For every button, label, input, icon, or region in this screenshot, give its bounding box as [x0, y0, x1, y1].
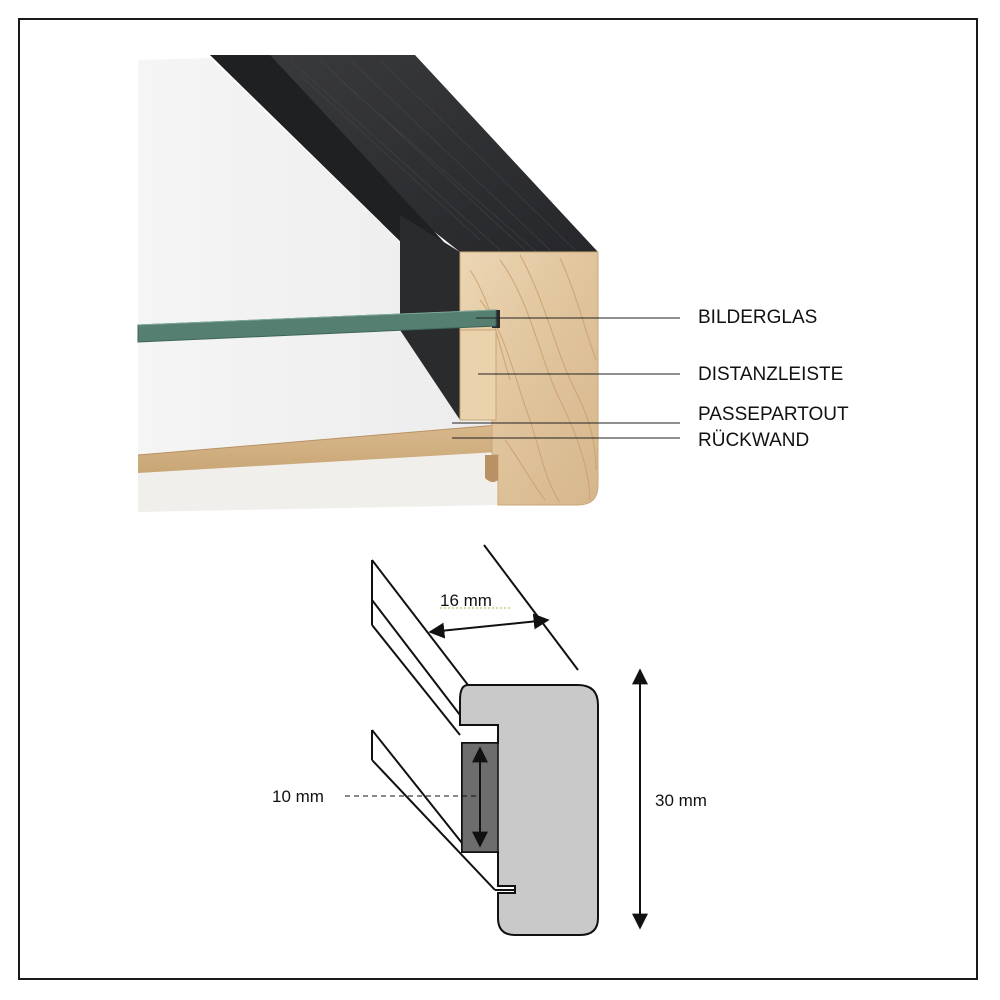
distance-strip	[459, 329, 497, 421]
image-border	[18, 18, 978, 980]
label-rueckwand: RÜCKWAND	[698, 430, 809, 451]
photo-leader-lines	[452, 317, 680, 439]
label-passepartout: PASSEPARTOUT	[698, 404, 849, 425]
profile-drawing	[371, 544, 579, 891]
backboard-slot	[485, 455, 498, 483]
label-bilderglas: BILDERGLAS	[698, 307, 817, 328]
dimension-rebate-label: 10 mm	[272, 787, 324, 806]
dimension-height-label: 30 mm	[655, 791, 707, 810]
dimension-width-label: 16 mm	[440, 591, 492, 610]
profile-edge	[371, 729, 463, 844]
dimension-width-arrow	[428, 613, 550, 639]
label-distanzleiste: DISTANZLEISTE	[698, 364, 843, 385]
profile-edge	[371, 559, 469, 686]
profile-edge	[371, 624, 461, 736]
passepartout-surface	[138, 58, 498, 455]
wood-grain-rings	[469, 254, 597, 504]
glass-highlight	[137, 309, 497, 326]
profile-edge	[371, 759, 496, 891]
backboard-edge	[137, 424, 499, 456]
frame-photo-illustration	[137, 55, 599, 512]
profile-edge	[483, 544, 579, 671]
profile-edge	[371, 599, 461, 716]
backboard	[138, 425, 498, 473]
frame-grain	[289, 59, 576, 256]
